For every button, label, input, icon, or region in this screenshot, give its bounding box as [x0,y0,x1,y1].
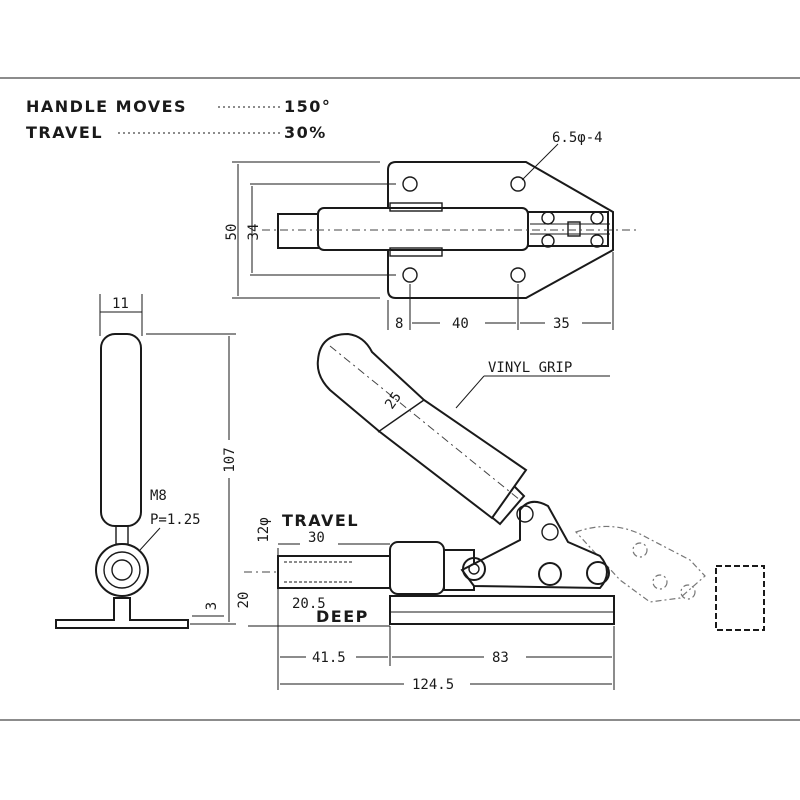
ghost-linkage [574,525,706,603]
top-clamp-band-lower [389,247,443,257]
travel-value: 30% [284,123,327,142]
front-base [389,595,615,625]
dim-8: 8 [395,316,403,332]
front-pivot-5 [586,561,610,585]
hole-top-right [510,176,526,192]
rod-dia: 12φ [256,517,272,542]
side-pivot-inner [111,559,133,581]
hole-callout-leader [521,143,559,181]
front-pivot-4 [538,562,562,586]
side-base [55,597,189,629]
side-pivot-mid [103,551,141,589]
front-pivot-2 [516,505,534,523]
ghost-grip [715,565,765,631]
dim-50: 50 [224,224,240,241]
vinyl-grip-leader [455,375,485,409]
dim-11: 11 [112,296,129,312]
spec-block: HANDLE MOVES 150° TRAVEL 30% [26,97,331,142]
dim-35: 35 [553,316,570,332]
hole-bottom-right [510,267,526,283]
top-base-plate [387,161,614,299]
front-travel-label: TRAVEL [282,511,359,530]
deep-dim: 20.5 [292,596,326,612]
top-pivot-4 [590,234,604,248]
front-pivot-1-inner [468,563,480,575]
travel-label: TRAVEL [26,123,103,142]
front-plunger [277,555,391,589]
grip-dim: 25 [382,389,405,412]
vinyl-grip-label: VINYL GRIP [488,360,572,376]
top-body [317,207,529,251]
ghost-pivot-2 [652,574,668,590]
side-stem [115,525,129,545]
hole-top-left [402,176,418,192]
front-handle-centerline [329,345,521,501]
ghost-pivot-3 [680,584,696,600]
top-view: 50 34 6.5φ-4 8 40 35 [224,130,640,332]
side-grip [100,333,142,527]
front-vinyl-grip [316,332,528,520]
front-grip-seam [377,399,425,433]
ghost-pivot-1 [632,542,648,558]
top-plunger [277,213,323,249]
top-clamp-band-upper [389,202,443,212]
pitch-label: P=1.25 [150,512,201,528]
dim-41-5: 41.5 [312,650,346,666]
top-pin [567,221,581,237]
dim-20: 20 [236,592,252,609]
dim-34: 34 [246,224,262,241]
front-view: 25 VINYL GRIP TRAVEL 30 12φ 20 20.5 DEEP… [236,332,765,693]
dim-83: 83 [492,650,509,666]
handle-moves-value: 150° [284,97,331,116]
hole-bottom-left [402,267,418,283]
side-pivot-outer [95,543,149,597]
m8-leader [139,527,161,551]
front-pivot-3 [541,523,559,541]
deep-label: DEEP [316,607,369,626]
top-pivot-2 [541,234,555,248]
front-housing [389,541,445,595]
handle-moves-label: HANDLE MOVES [26,97,187,116]
dim-3: 3 [204,602,220,610]
hole-callout: 6.5φ-4 [552,130,603,146]
front-pivot-1 [462,557,486,581]
dim-40: 40 [452,316,469,332]
dim-107: 107 [222,447,238,472]
side-view: 11 107 M8 P=1.25 3 [55,294,238,629]
travel-dim-30: 30 [308,530,325,546]
dim-124-5: 124.5 [412,677,454,693]
thread-label: M8 [150,488,167,504]
